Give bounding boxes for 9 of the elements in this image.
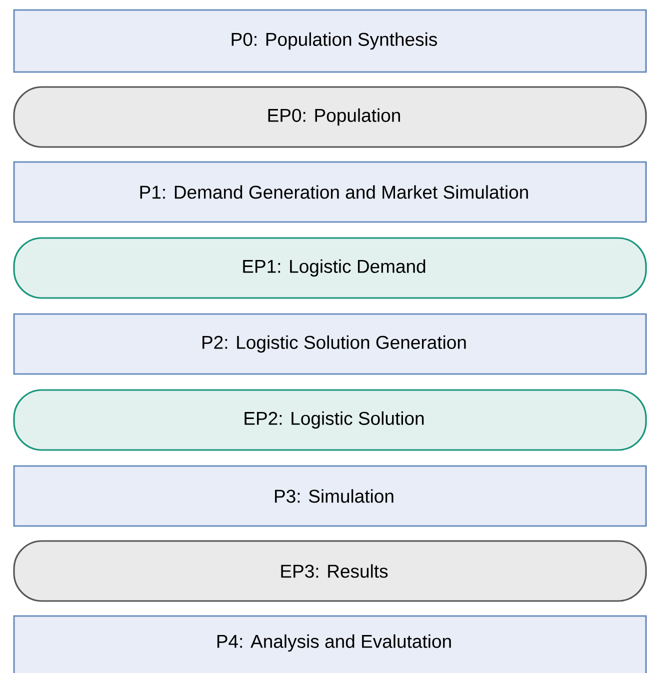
- process-box: P4: Analysis and Evalutation: [13, 615, 647, 673]
- process-box: P1: Demand Generation and Market Simulation: [13, 161, 647, 223]
- rounded-box: EP2: Logistic Solution: [13, 389, 647, 451]
- rounded-box: EP3: Results: [13, 540, 647, 602]
- process-box: P2: Logistic Solution Generation: [13, 313, 647, 375]
- rounded-box: EP0: Population: [13, 86, 647, 148]
- process-box: P3: Simulation: [13, 465, 647, 527]
- process-box: P0: Population Synthesis: [13, 9, 647, 73]
- rounded-box: EP1: Logistic Demand: [13, 237, 647, 299]
